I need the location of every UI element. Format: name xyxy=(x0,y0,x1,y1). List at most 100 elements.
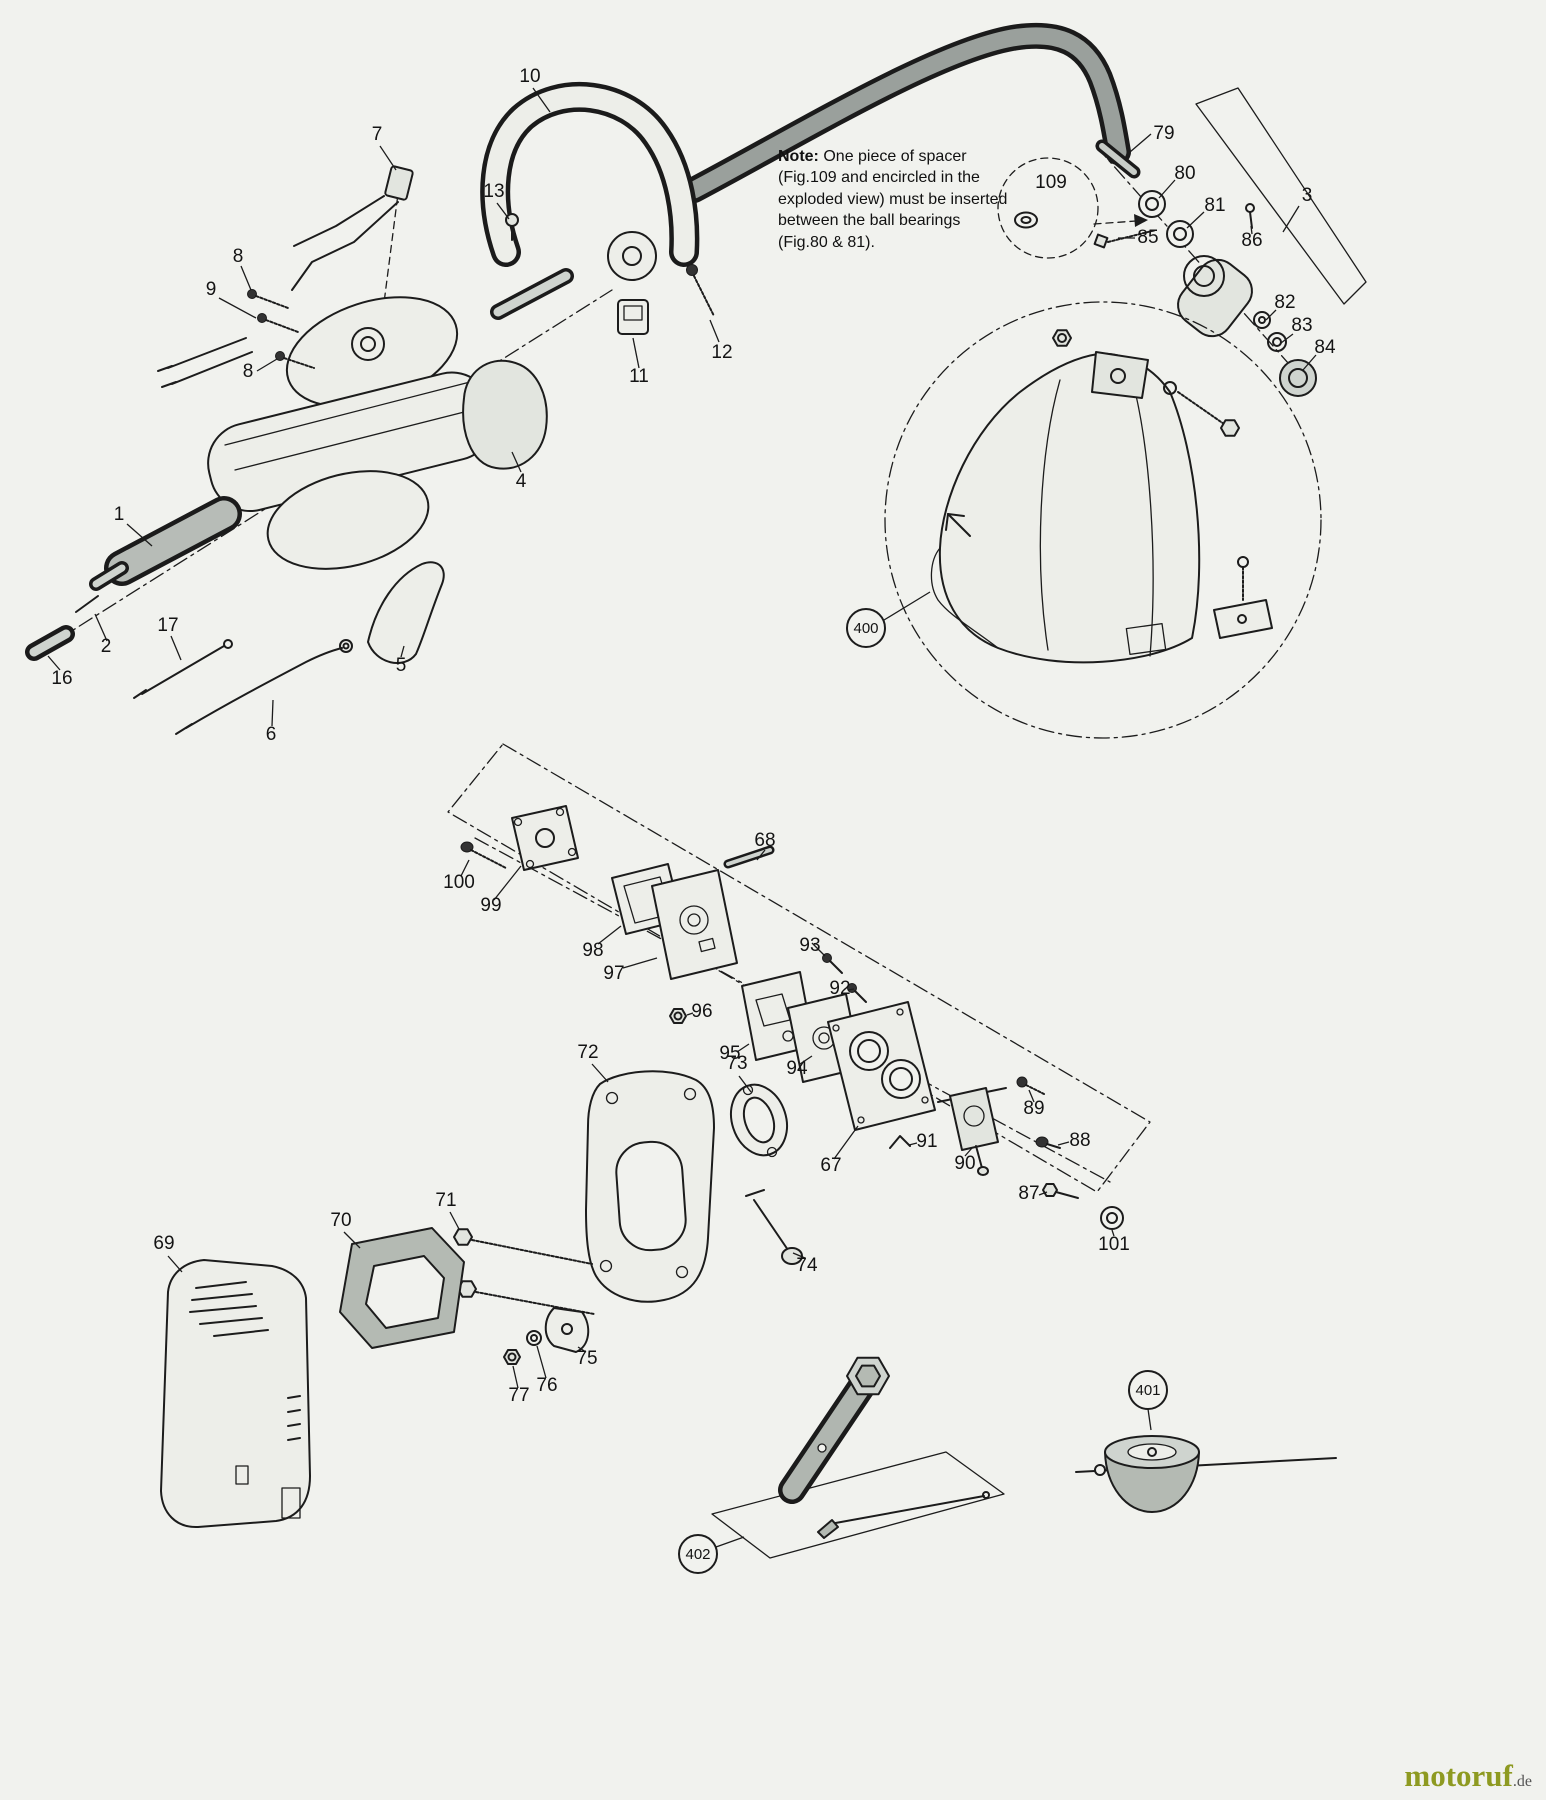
handle-clamp xyxy=(607,231,657,281)
housing-end-cap xyxy=(462,359,548,470)
part-label-71: 71 xyxy=(435,1190,456,1211)
part-label-74: 74 xyxy=(796,1255,818,1276)
part-label-7: 7 xyxy=(372,124,383,145)
guard-plate xyxy=(1213,599,1273,639)
spacer-washer xyxy=(1014,211,1038,229)
part-label-101: 101 xyxy=(1098,1234,1130,1255)
part-label-88: 88 xyxy=(1069,1130,1090,1151)
upper-assembly-drawing xyxy=(25,22,1131,735)
throttle-shaft-90 xyxy=(937,1087,1007,1176)
part-label-70: 70 xyxy=(330,1210,351,1231)
part-label-75: 75 xyxy=(576,1348,597,1369)
screws-and-leads xyxy=(157,289,315,388)
part-label-68: 68 xyxy=(754,830,775,851)
trimmer-head-group xyxy=(1075,1370,1337,1513)
nut-77 xyxy=(503,1349,521,1365)
part-label-72: 72 xyxy=(577,1042,598,1063)
pump-body-97 xyxy=(651,869,738,980)
clamp-75 xyxy=(544,1307,590,1353)
part-label-17: 17 xyxy=(157,615,178,636)
washer-101 xyxy=(1100,1206,1124,1230)
guard-bracket xyxy=(1091,351,1149,399)
part-label-81: 81 xyxy=(1204,195,1225,216)
part-label-11: 11 xyxy=(629,366,649,387)
guard-washer xyxy=(1163,381,1177,395)
part-label-4: 4 xyxy=(516,471,527,492)
tools-group xyxy=(678,1356,1005,1574)
guard-slot xyxy=(1125,622,1167,656)
washer-83 xyxy=(1267,332,1287,352)
cup-84 xyxy=(1279,359,1317,397)
housing-lower-shell xyxy=(266,470,430,570)
part-label-1: 1 xyxy=(114,504,125,525)
nut-96 xyxy=(669,1008,687,1024)
choke-lever-74 xyxy=(753,1199,789,1251)
screw-86 xyxy=(1245,203,1255,213)
part-label-77: 77 xyxy=(508,1385,529,1406)
part-label-8a: 8 xyxy=(233,246,244,267)
spacer-detail-circle xyxy=(997,157,1099,259)
screw-100 xyxy=(460,841,474,853)
guard-nut xyxy=(1052,329,1072,347)
part-label-86: 86 xyxy=(1241,230,1262,251)
trimmer-guard xyxy=(938,352,1201,664)
screw-89 xyxy=(1016,1076,1028,1088)
gear-head-case xyxy=(1177,258,1253,338)
screw-88 xyxy=(1035,1136,1049,1148)
part-label-84: 84 xyxy=(1314,337,1336,358)
part-label-6: 6 xyxy=(266,724,277,745)
part-label-3: 3 xyxy=(1302,185,1313,206)
tool-sheet xyxy=(711,1451,1005,1559)
carb-band xyxy=(447,743,1151,1193)
bolt-87 xyxy=(1042,1183,1058,1197)
part-label-80: 80 xyxy=(1174,163,1195,184)
watermark: motoruf.de xyxy=(1404,1758,1532,1794)
clip-91 xyxy=(889,1135,911,1149)
part-label-83: 83 xyxy=(1291,315,1312,336)
guard-bolt xyxy=(1177,391,1225,425)
part-label-13: 13 xyxy=(483,181,504,202)
stop-switch xyxy=(384,165,414,201)
part-label-402: 402 xyxy=(685,1546,710,1563)
part-label-95: 95 xyxy=(719,1043,740,1064)
note-label: Note: xyxy=(778,148,819,165)
callout-circle-402 xyxy=(678,1534,718,1574)
long-cable xyxy=(185,647,343,729)
bracket-11 xyxy=(617,299,649,335)
part-label-73: 73 xyxy=(726,1053,747,1074)
screw-13 xyxy=(505,213,519,227)
part-label-97: 97 xyxy=(603,963,624,984)
part-labels: 10 7 13 8 9 8 11 12 4 1 17 2 16 5 6 79 8… xyxy=(51,66,1336,1563)
part-label-87: 87 xyxy=(1018,1183,1039,1204)
engine-group xyxy=(160,1070,803,1529)
part-label-90: 90 xyxy=(954,1153,975,1174)
part-label-93: 93 xyxy=(799,935,820,956)
part-label-67: 67 xyxy=(820,1155,841,1176)
guard-arrow-emboss xyxy=(945,513,971,537)
guard-detail-circle xyxy=(884,301,1322,739)
part-label-92: 92 xyxy=(829,978,850,999)
part-label-85: 85 xyxy=(1137,227,1158,248)
pin-part xyxy=(75,595,99,613)
part-label-96: 96 xyxy=(691,1001,712,1022)
part-label-2: 2 xyxy=(101,636,112,657)
part-label-94: 94 xyxy=(786,1058,808,1079)
screwdriver-rod xyxy=(829,1495,985,1525)
part-label-16: 16 xyxy=(51,668,72,689)
washer-76 xyxy=(526,1330,542,1346)
part-label-5: 5 xyxy=(396,655,407,676)
carburetor-group xyxy=(447,743,1151,1230)
bolts-71 xyxy=(453,1228,595,1315)
callout-circle-400 xyxy=(846,608,886,648)
part-label-109: 109 xyxy=(1035,172,1067,193)
part-label-82: 82 xyxy=(1274,292,1295,313)
shaft-end-parts xyxy=(997,87,1367,397)
spacer-arrow xyxy=(1134,214,1148,227)
part-label-8b: 8 xyxy=(243,361,254,382)
part-label-76: 76 xyxy=(536,1375,557,1396)
watermark-tld: .de xyxy=(1512,1773,1532,1790)
watermark-brand: motoruf xyxy=(1404,1758,1513,1793)
leader-lines xyxy=(47,87,1317,1548)
note-body: One piece of spacer (Fig.109 and encircl… xyxy=(778,148,1008,251)
